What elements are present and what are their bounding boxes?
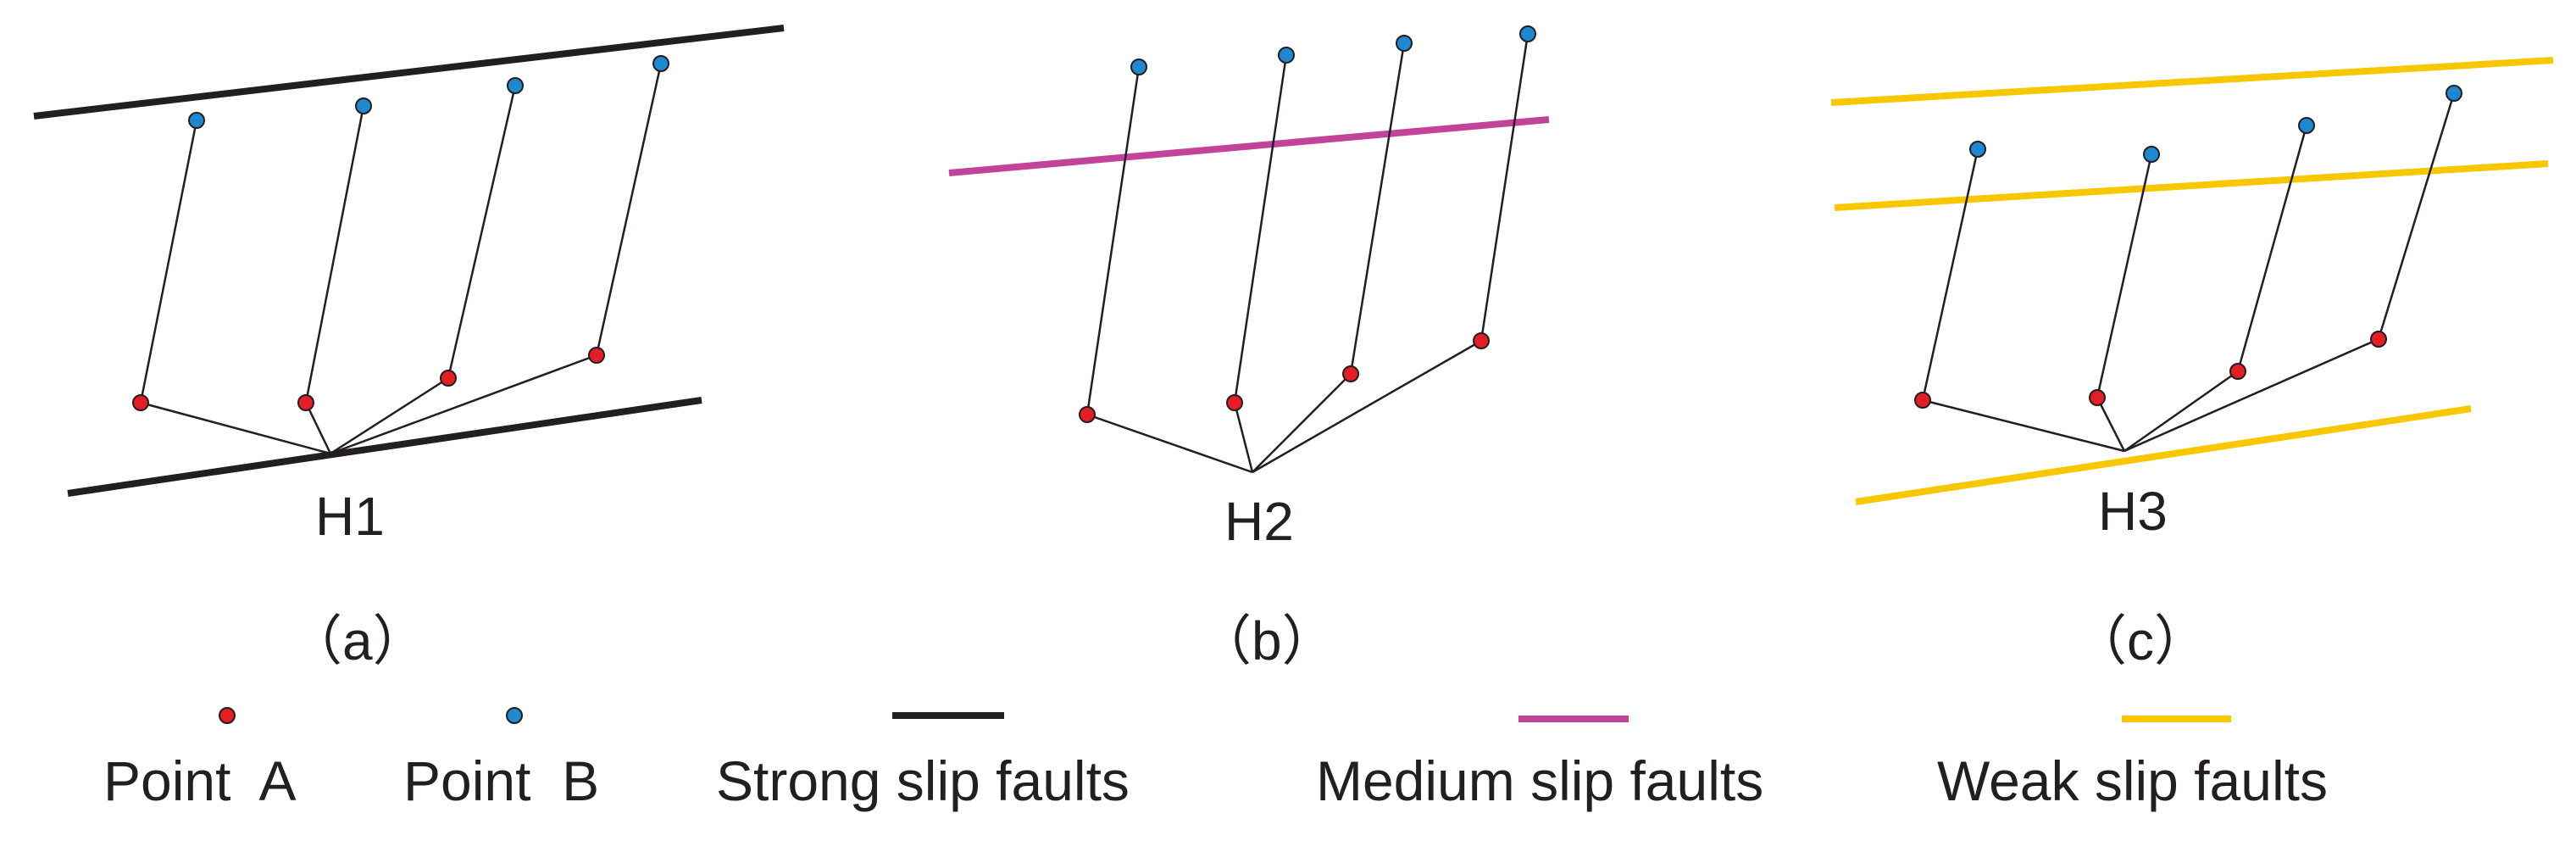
fault-line-c-2 <box>1834 160 2549 211</box>
fault-line-c-1 <box>1830 57 2554 106</box>
branch-line-c-3 <box>2236 125 2308 372</box>
panel-caption-b: （b） <box>1197 610 1336 671</box>
legend-point-a-label: Point A <box>103 749 297 812</box>
point-b-c-4 <box>2446 85 2462 102</box>
branch-line-c-1 <box>1921 148 1979 401</box>
branch-line-a-4 <box>595 63 663 356</box>
point-b-b-2 <box>1278 47 1295 64</box>
hub-ray-b-3 <box>1252 373 1352 473</box>
hub-ray-a-4 <box>330 354 597 455</box>
branch-line-c-2 <box>2096 153 2153 398</box>
point-b-c-2 <box>2143 146 2160 163</box>
point-a-a-4 <box>588 347 605 364</box>
legend-weak-label: Weak slip faults <box>1937 749 2328 812</box>
legend-point-b-marker <box>506 707 523 724</box>
branch-line-c-4 <box>2377 92 2456 340</box>
point-b-a-4 <box>652 55 669 72</box>
point-b-b-3 <box>1396 35 1413 52</box>
hub-label-h3: H3 <box>2098 481 2168 542</box>
point-a-c-2 <box>2089 389 2106 406</box>
branch-line-a-1 <box>139 120 198 404</box>
hub-ray-a-1 <box>140 401 331 455</box>
point-a-b-3 <box>1342 365 1359 382</box>
branch-line-b-3 <box>1349 42 1406 375</box>
hub-ray-b-1 <box>1086 413 1253 474</box>
branch-line-a-3 <box>447 85 517 379</box>
hub-label-h2: H2 <box>1224 491 1294 552</box>
hub-ray-b-4 <box>1252 339 1482 474</box>
branch-line-b-2 <box>1233 54 1288 404</box>
point-a-a-1 <box>132 394 149 411</box>
point-a-b-1 <box>1079 406 1096 423</box>
point-b-c-1 <box>1969 141 1986 158</box>
hub-label-h1: H1 <box>315 486 385 547</box>
hub-ray-c-2 <box>2096 397 2126 452</box>
legend-point-a-marker <box>219 707 236 724</box>
legend-point-b-label: Point B <box>403 749 600 812</box>
point-b-a-2 <box>355 97 372 114</box>
point-b-a-1 <box>188 112 205 129</box>
hub-ray-c-4 <box>2124 337 2379 453</box>
point-b-c-3 <box>2298 117 2315 134</box>
fault-line-c-3 <box>1855 405 2472 505</box>
point-a-a-2 <box>297 394 314 411</box>
panel-caption-c: （c） <box>2073 610 2208 671</box>
branch-line-a-2 <box>304 105 365 404</box>
panel-caption-a: （a） <box>288 610 427 671</box>
hub-ray-a-2 <box>304 402 332 454</box>
point-b-a-3 <box>507 77 524 94</box>
fault-line-a-2 <box>67 397 702 497</box>
point-b-b-4 <box>1519 25 1536 42</box>
point-a-a-3 <box>440 370 457 387</box>
branch-line-b-4 <box>1480 33 1530 342</box>
legend-strong-label: Strong slip faults <box>716 749 1130 812</box>
hub-ray-a-3 <box>330 376 449 455</box>
legend-medium-label: Medium slip faults <box>1316 749 1764 812</box>
hub-ray-c-3 <box>2124 370 2239 453</box>
hub-ray-b-2 <box>1233 402 1254 473</box>
point-a-b-2 <box>1226 394 1243 411</box>
hub-ray-c-1 <box>1922 398 2125 453</box>
fault-line-b-1 <box>948 116 1550 176</box>
point-a-c-1 <box>1914 392 1931 409</box>
point-b-b-1 <box>1130 58 1147 75</box>
fault-line-a-1 <box>33 25 785 120</box>
point-a-c-3 <box>2229 363 2246 380</box>
branch-line-b-1 <box>1085 66 1141 415</box>
point-a-c-4 <box>2370 331 2387 348</box>
point-a-b-4 <box>1473 332 1490 349</box>
